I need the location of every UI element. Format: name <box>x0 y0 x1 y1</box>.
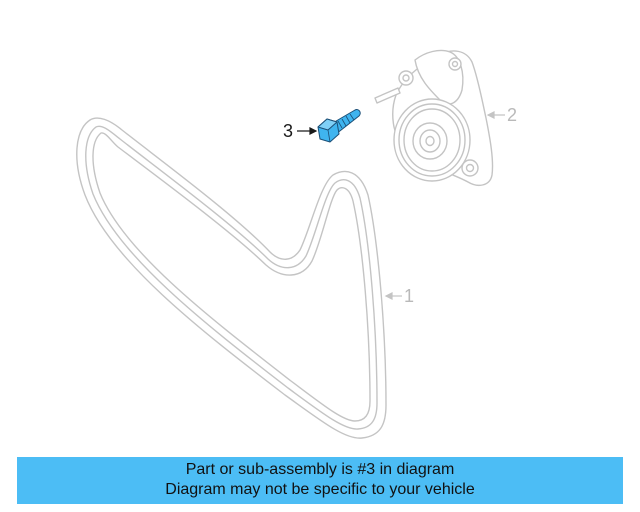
leader-line-1 <box>384 292 402 300</box>
drive-belt <box>76 117 387 439</box>
parts-diagram <box>76 49 505 439</box>
belt-tensioner <box>374 49 494 187</box>
leader-line-2 <box>486 111 505 119</box>
tensioner-bolt <box>317 109 361 143</box>
callout-part-2: 2 <box>507 105 518 125</box>
banner-line-part: Part or sub-assembly is #3 in diagram <box>185 461 455 478</box>
leader-line-3 <box>297 127 318 135</box>
info-banner: Part or sub-assembly is #3 in diagram Di… <box>17 457 623 504</box>
callout-part-1: 1 <box>404 286 415 306</box>
banner-line-disclaimer: Diagram may not be specific to your vehi… <box>165 481 475 498</box>
callout-part-3: 3 <box>283 121 294 141</box>
